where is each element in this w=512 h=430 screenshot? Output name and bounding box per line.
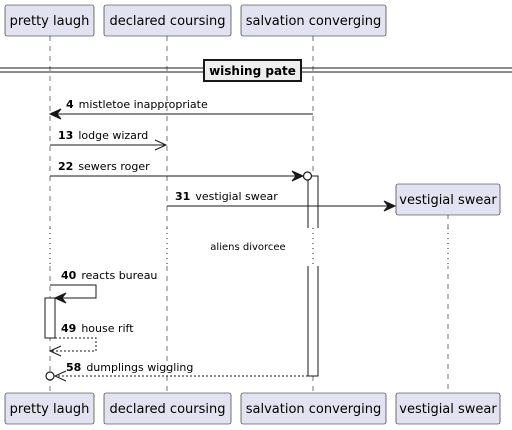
participant-vestigial-swear-bottom[interactable]: vestigial swear bbox=[395, 392, 501, 425]
message-number: 31 bbox=[175, 190, 190, 203]
participant-label: salvation converging bbox=[246, 14, 382, 29]
activation-salvation-converging bbox=[307, 175, 319, 377]
message-22: 22 sewers roger bbox=[50, 160, 313, 182]
message-13: 13 lodge wizard bbox=[50, 129, 168, 151]
message-text: vestigial swear bbox=[195, 190, 278, 203]
message-text: reacts bureau bbox=[81, 269, 157, 282]
delay-marker: aliens divorcee bbox=[48, 228, 450, 266]
participant-pretty-laugh-top[interactable]: pretty laugh bbox=[4, 4, 95, 37]
message-text: dumplings wiggling bbox=[86, 361, 193, 374]
participant-label: pretty laugh bbox=[10, 14, 90, 29]
message-number: 22 bbox=[58, 160, 73, 173]
message-number: 58 bbox=[66, 361, 81, 374]
message-40: 40 reacts bureau bbox=[50, 269, 157, 304]
group-divider: wishing pate bbox=[0, 59, 512, 82]
message-31: 31 vestigial swear bbox=[167, 190, 397, 212]
message-number: 49 bbox=[61, 322, 76, 335]
message-4: 4 mistletoe inappropriate bbox=[48, 98, 313, 120]
message-49: 49 house rift bbox=[48, 322, 134, 357]
delay-text: aliens divorcee bbox=[210, 242, 285, 253]
message-text: mistletoe inappropriate bbox=[79, 98, 208, 111]
participant-declared-coursing-top[interactable]: declared coursing bbox=[103, 4, 232, 37]
activation-pretty-laugh bbox=[44, 297, 56, 339]
participant-label: vestigial swear bbox=[399, 402, 497, 417]
participant-label: pretty laugh bbox=[10, 402, 90, 417]
message-text: house rift bbox=[81, 322, 134, 335]
participant-salvation-converging-bottom[interactable]: salvation converging bbox=[240, 392, 387, 425]
participant-label: salvation converging bbox=[246, 402, 382, 417]
participant-label: vestigial swear bbox=[399, 193, 497, 208]
message-number: 13 bbox=[58, 129, 73, 142]
participant-label: declared coursing bbox=[110, 402, 226, 417]
lifelines bbox=[49, 36, 449, 393]
participant-declared-coursing-bottom[interactable]: declared coursing bbox=[103, 392, 232, 425]
message-text: lodge wizard bbox=[78, 129, 148, 142]
participant-label: declared coursing bbox=[110, 14, 226, 29]
participant-salvation-converging-top[interactable]: salvation converging bbox=[240, 4, 387, 37]
group-label-box bbox=[203, 59, 302, 82]
message-number: 4 bbox=[66, 98, 74, 111]
participant-pretty-laugh-bottom[interactable]: pretty laugh bbox=[4, 392, 95, 425]
message-number: 40 bbox=[61, 269, 77, 282]
participant-vestigial-swear-created[interactable]: vestigial swear bbox=[395, 183, 501, 216]
group-label: wishing pate bbox=[209, 64, 296, 78]
message-58: 58 dumplings wiggling bbox=[45, 361, 308, 382]
message-text: sewers roger bbox=[78, 160, 150, 173]
